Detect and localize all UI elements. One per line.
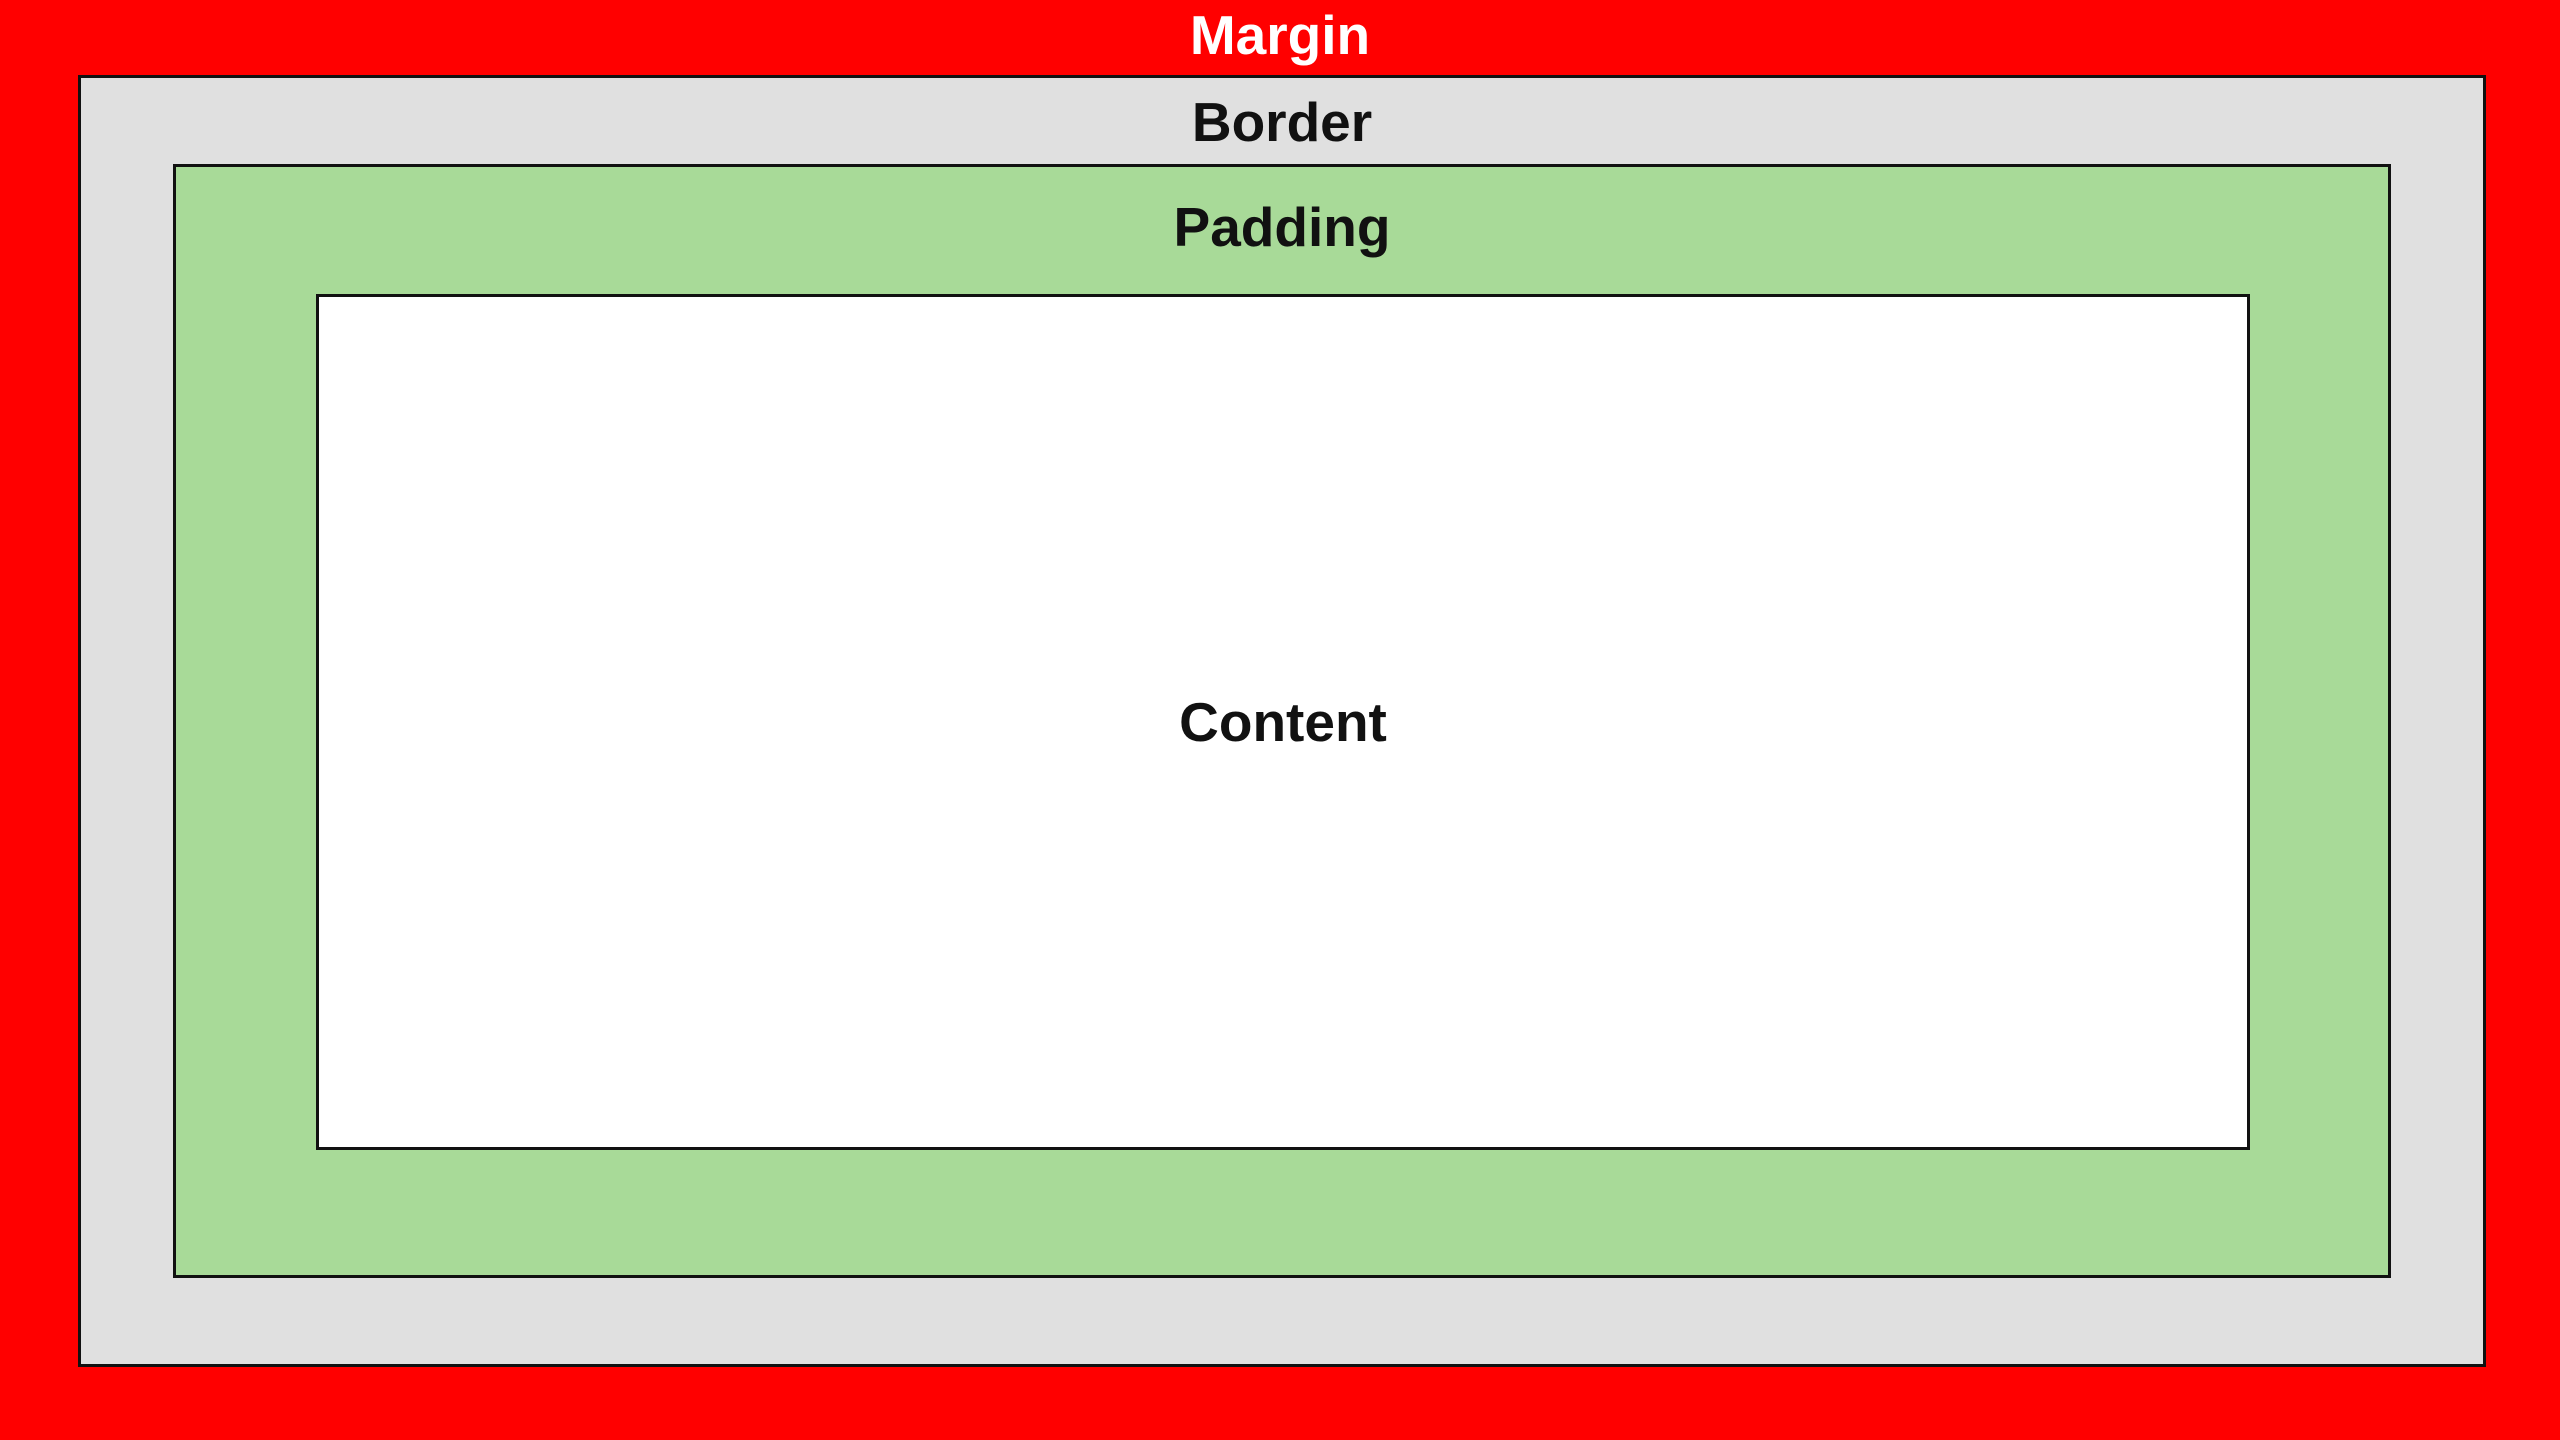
content-label: Content <box>1179 691 1387 753</box>
border-label: Border <box>1191 91 1373 153</box>
content-area: Content <box>316 294 2250 1150</box>
border-area: Border Padding Content <box>78 75 2486 1367</box>
padding-label: Padding <box>1173 196 1391 258</box>
margin-label: Margin <box>1189 4 1371 66</box>
padding-area: Padding Content <box>173 164 2391 1278</box>
